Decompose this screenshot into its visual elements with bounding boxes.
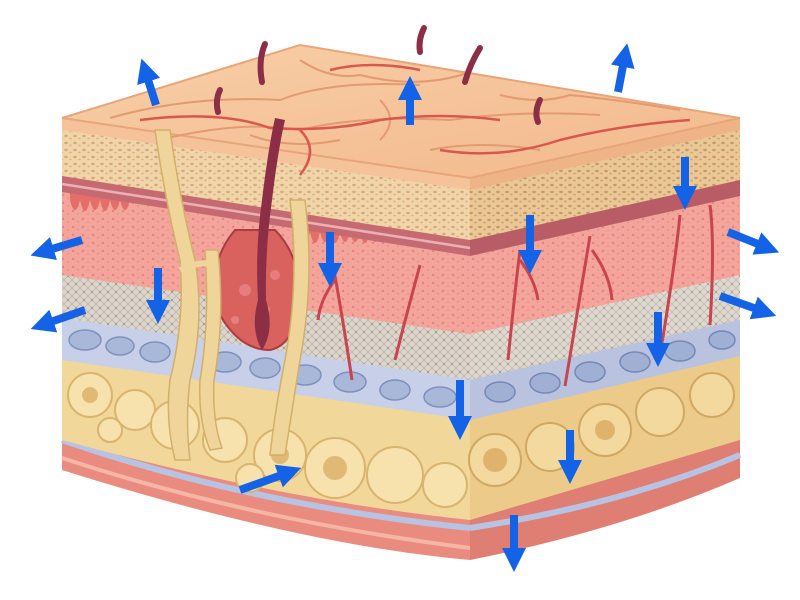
arrow-left-upper-out — [30, 236, 84, 261]
nerve-fibers — [154, 129, 310, 461]
top-surface — [61, 43, 741, 180]
arrow-right-lower-out — [718, 292, 777, 320]
arrow-left-lower-out — [30, 306, 87, 333]
right-face — [468, 118, 742, 560]
dermal-vessels-right — [506, 204, 714, 387]
hair-2 — [213, 87, 223, 115]
arrow-fat-left-in — [238, 464, 302, 494]
surface-hairs — [213, 25, 543, 125]
hair-4 — [462, 45, 483, 85]
hair-shaft — [257, 118, 285, 300]
hair-3 — [416, 25, 427, 55]
surface-capillaries — [139, 63, 691, 176]
arrow-right-upper-out — [726, 228, 780, 255]
direction-arrows — [30, 43, 780, 572]
arrow-top-left-out — [137, 58, 161, 107]
arrow-top-right-out — [610, 43, 635, 93]
hair-5 — [533, 97, 543, 125]
skin-surface-creases — [109, 59, 681, 151]
hair-1 — [257, 41, 268, 85]
